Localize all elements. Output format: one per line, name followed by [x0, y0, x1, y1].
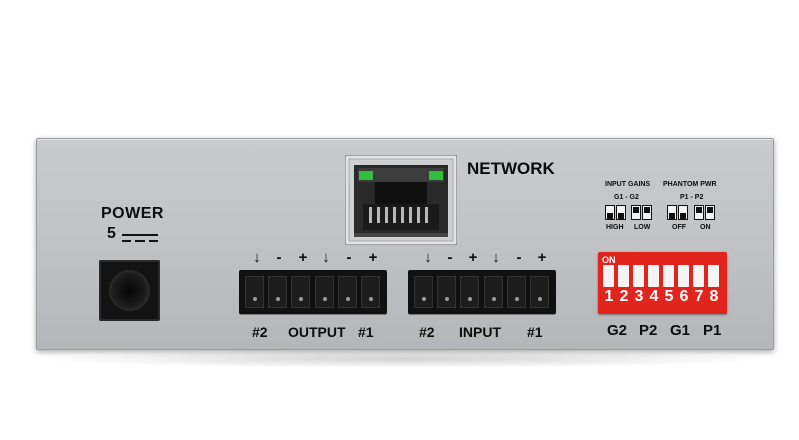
on-label: ON [700, 224, 711, 231]
terminal-pin [460, 276, 479, 308]
phantom-pwr-label: PHANTOM PWR [663, 181, 717, 188]
dip-label-g1: G1 [670, 322, 691, 339]
dip-number: 6 [679, 288, 689, 305]
input-symbol: ↓ [492, 249, 500, 266]
output-symbol: - [276, 249, 282, 266]
dip-switch-1[interactable] [603, 265, 614, 287]
ethernet-port[interactable] [345, 155, 457, 245]
dip-switch-bank[interactable]: ON 1 2 3 4 5 6 7 8 [598, 252, 727, 314]
dip-switch-6[interactable] [678, 265, 689, 287]
input-symbol: + [468, 249, 478, 266]
dip-switch-8[interactable] [708, 265, 719, 287]
input-channel-2-label: #2 [419, 324, 435, 340]
gain-pair-label: G1 - G2 [614, 194, 639, 201]
dip-number: 5 [664, 288, 674, 305]
terminal-pin [484, 276, 503, 308]
dip-switch-7[interactable] [693, 265, 704, 287]
dc-symbol-icon [122, 234, 158, 242]
gain-high-diagram [605, 205, 628, 220]
power-label: POWER [101, 205, 164, 222]
output-channel-2-label: #2 [252, 324, 268, 340]
network-label: NETWORK [467, 159, 555, 178]
terminal-pin [245, 276, 264, 308]
terminal-pin [437, 276, 456, 308]
input-symbol: ↓ [424, 249, 432, 266]
output-symbol: + [368, 249, 378, 266]
input-label: INPUT [459, 324, 501, 340]
dip-number: 2 [619, 288, 629, 305]
dip-number: 7 [694, 288, 704, 305]
terminal-pin [315, 276, 334, 308]
power-voltage: 5 [107, 225, 116, 242]
dip-number: 1 [604, 288, 614, 305]
dip-number: 4 [649, 288, 659, 305]
output-terminal-block[interactable] [239, 270, 387, 314]
dip-switch-5[interactable] [663, 265, 674, 287]
gain-low-diagram [631, 205, 654, 220]
terminal-pin [291, 276, 310, 308]
input-channel-1-label: #1 [527, 324, 543, 340]
input-gains-label: INPUT GAINS [605, 181, 651, 188]
panel-shadow [40, 350, 768, 368]
phantom-off-diagram [667, 205, 690, 220]
dip-label-p1: P1 [703, 322, 722, 339]
terminal-pin [268, 276, 287, 308]
dc-jack-socket [109, 270, 150, 311]
output-label: OUTPUT [288, 324, 346, 340]
output-channel-1-label: #1 [358, 324, 374, 340]
output-symbol: - [346, 249, 352, 266]
terminal-pin [507, 276, 526, 308]
output-symbol: + [298, 249, 308, 266]
terminal-pin [414, 276, 433, 308]
output-symbol: ↓ [322, 249, 330, 266]
dc-power-jack[interactable] [99, 260, 160, 321]
input-terminal-block[interactable] [408, 270, 556, 314]
dip-label-g2: G2 [607, 322, 628, 339]
output-symbol: ↓ [253, 249, 261, 266]
terminal-pin [338, 276, 357, 308]
input-symbol: - [516, 249, 522, 266]
dip-switch-3[interactable] [633, 265, 644, 287]
dip-on-label: ON [602, 255, 616, 265]
dip-label-p2: P2 [639, 322, 658, 339]
off-label: OFF [672, 224, 686, 231]
phantom-on-diagram [694, 205, 717, 220]
input-symbol: - [447, 249, 453, 266]
dip-switch-4[interactable] [648, 265, 659, 287]
phantom-pair-label: P1 - P2 [680, 194, 704, 201]
dip-number: 3 [634, 288, 644, 305]
high-label: HIGH [606, 224, 624, 231]
dip-switch-2[interactable] [618, 265, 629, 287]
terminal-pin [361, 276, 380, 308]
terminal-pin [530, 276, 549, 308]
low-label: LOW [634, 224, 651, 231]
input-symbol: + [537, 249, 547, 266]
dip-number: 8 [709, 288, 719, 305]
